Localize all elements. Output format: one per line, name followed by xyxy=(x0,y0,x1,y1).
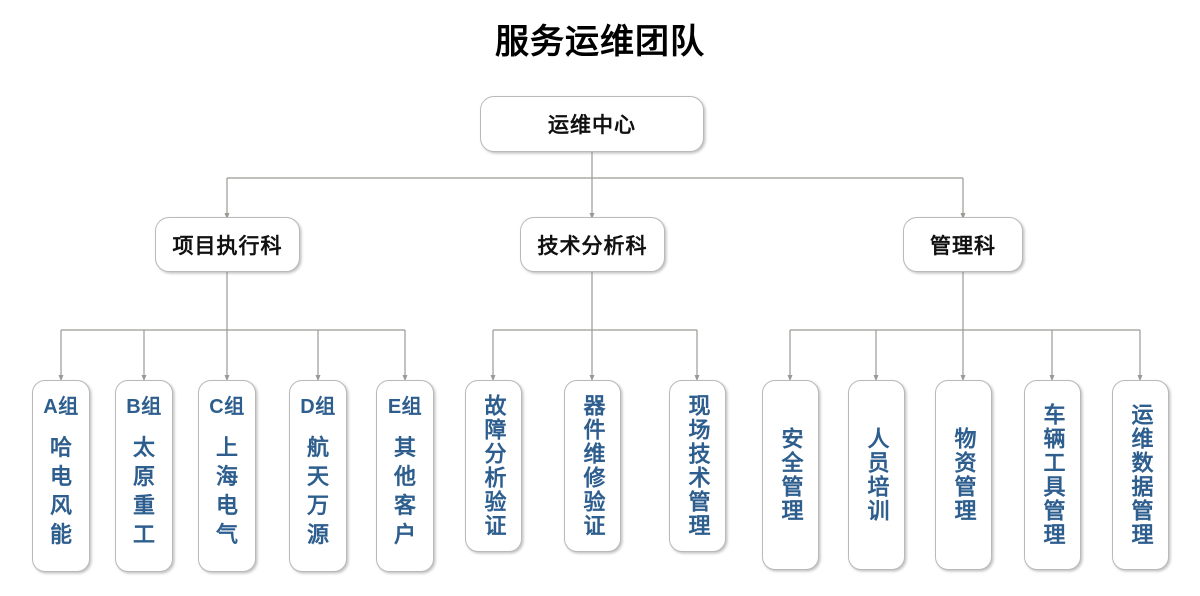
node-component-repair-verification[interactable]: 器件维修验证 xyxy=(564,380,621,552)
node-label: 运维数据管理 xyxy=(1128,403,1154,547)
group-code: B组 xyxy=(126,396,162,418)
node-group-c[interactable]: C组 上 海 电 气 xyxy=(198,380,256,572)
client-char: 航 xyxy=(306,435,329,460)
client-char: 海 xyxy=(215,464,238,490)
client-char: 太 xyxy=(132,435,155,460)
node-label: 项目执行科 xyxy=(172,234,283,258)
client-char: 能 xyxy=(49,522,72,548)
client-char: 他 xyxy=(393,464,416,490)
node-dept-management[interactable]: 管理科 xyxy=(903,217,1023,272)
node-group-e[interactable]: E组 其 他 客 户 xyxy=(376,380,434,572)
client-char: 风 xyxy=(49,493,72,519)
page-title: 服务运维团队 xyxy=(495,23,705,61)
client-char: 气 xyxy=(215,522,238,548)
node-group-d[interactable]: D组 航 天 万 源 xyxy=(289,380,347,572)
client-char: 户 xyxy=(393,522,416,548)
client-char: 工 xyxy=(132,522,155,548)
client-char: 上 xyxy=(215,435,238,460)
node-material-management[interactable]: 物资管理 xyxy=(935,380,992,570)
node-label: 故障分析验证 xyxy=(481,394,507,538)
client-char: 哈 xyxy=(49,435,72,460)
node-vehicle-tool-management[interactable]: 车辆工具管理 xyxy=(1024,380,1081,570)
group-client: 航 天 万 源 xyxy=(307,433,329,549)
group-code: E组 xyxy=(387,396,423,418)
client-char: 其 xyxy=(393,435,416,460)
client-char: 万 xyxy=(306,493,329,519)
client-char: 重 xyxy=(132,493,155,519)
client-char: 天 xyxy=(306,464,329,490)
node-label: 人员培训 xyxy=(864,427,890,523)
node-safety-management[interactable]: 安全管理 xyxy=(762,380,819,570)
group-client: 其 他 客 户 xyxy=(394,433,416,549)
group-client: 哈 电 风 能 xyxy=(50,433,72,549)
group-code: A组 xyxy=(43,396,79,418)
node-fault-analysis-verification[interactable]: 故障分析验证 xyxy=(465,380,522,552)
node-label: 现场技术管理 xyxy=(685,394,711,538)
node-dept-project-execution[interactable]: 项目执行科 xyxy=(155,217,300,272)
node-label: 安全管理 xyxy=(778,427,804,523)
client-char: 电 xyxy=(49,464,72,490)
node-root-operations-center[interactable]: 运维中心 xyxy=(480,96,704,152)
node-om-data-management[interactable]: 运维数据管理 xyxy=(1112,380,1169,570)
node-label: 运维中心 xyxy=(548,114,636,137)
node-onsite-technical-management[interactable]: 现场技术管理 xyxy=(669,380,726,552)
node-label: 车辆工具管理 xyxy=(1040,403,1066,547)
client-char: 电 xyxy=(215,493,238,519)
node-dept-technical-analysis[interactable]: 技术分析科 xyxy=(520,217,665,272)
group-client: 太 原 重 工 xyxy=(133,433,155,549)
node-label: 物资管理 xyxy=(951,427,977,523)
node-group-b[interactable]: B组 太 原 重 工 xyxy=(115,380,173,572)
group-client: 上 海 电 气 xyxy=(216,433,238,549)
node-group-a[interactable]: A组 哈 电 风 能 xyxy=(32,380,90,572)
client-char: 源 xyxy=(306,522,329,548)
group-code: C组 xyxy=(209,396,245,418)
client-char: 原 xyxy=(132,464,155,490)
node-label: 器件维修验证 xyxy=(580,394,606,538)
node-label: 技术分析科 xyxy=(537,234,648,258)
node-label: 管理科 xyxy=(930,234,996,258)
node-personnel-training[interactable]: 人员培训 xyxy=(848,380,905,570)
group-code: D组 xyxy=(300,396,336,418)
client-char: 客 xyxy=(393,493,416,519)
